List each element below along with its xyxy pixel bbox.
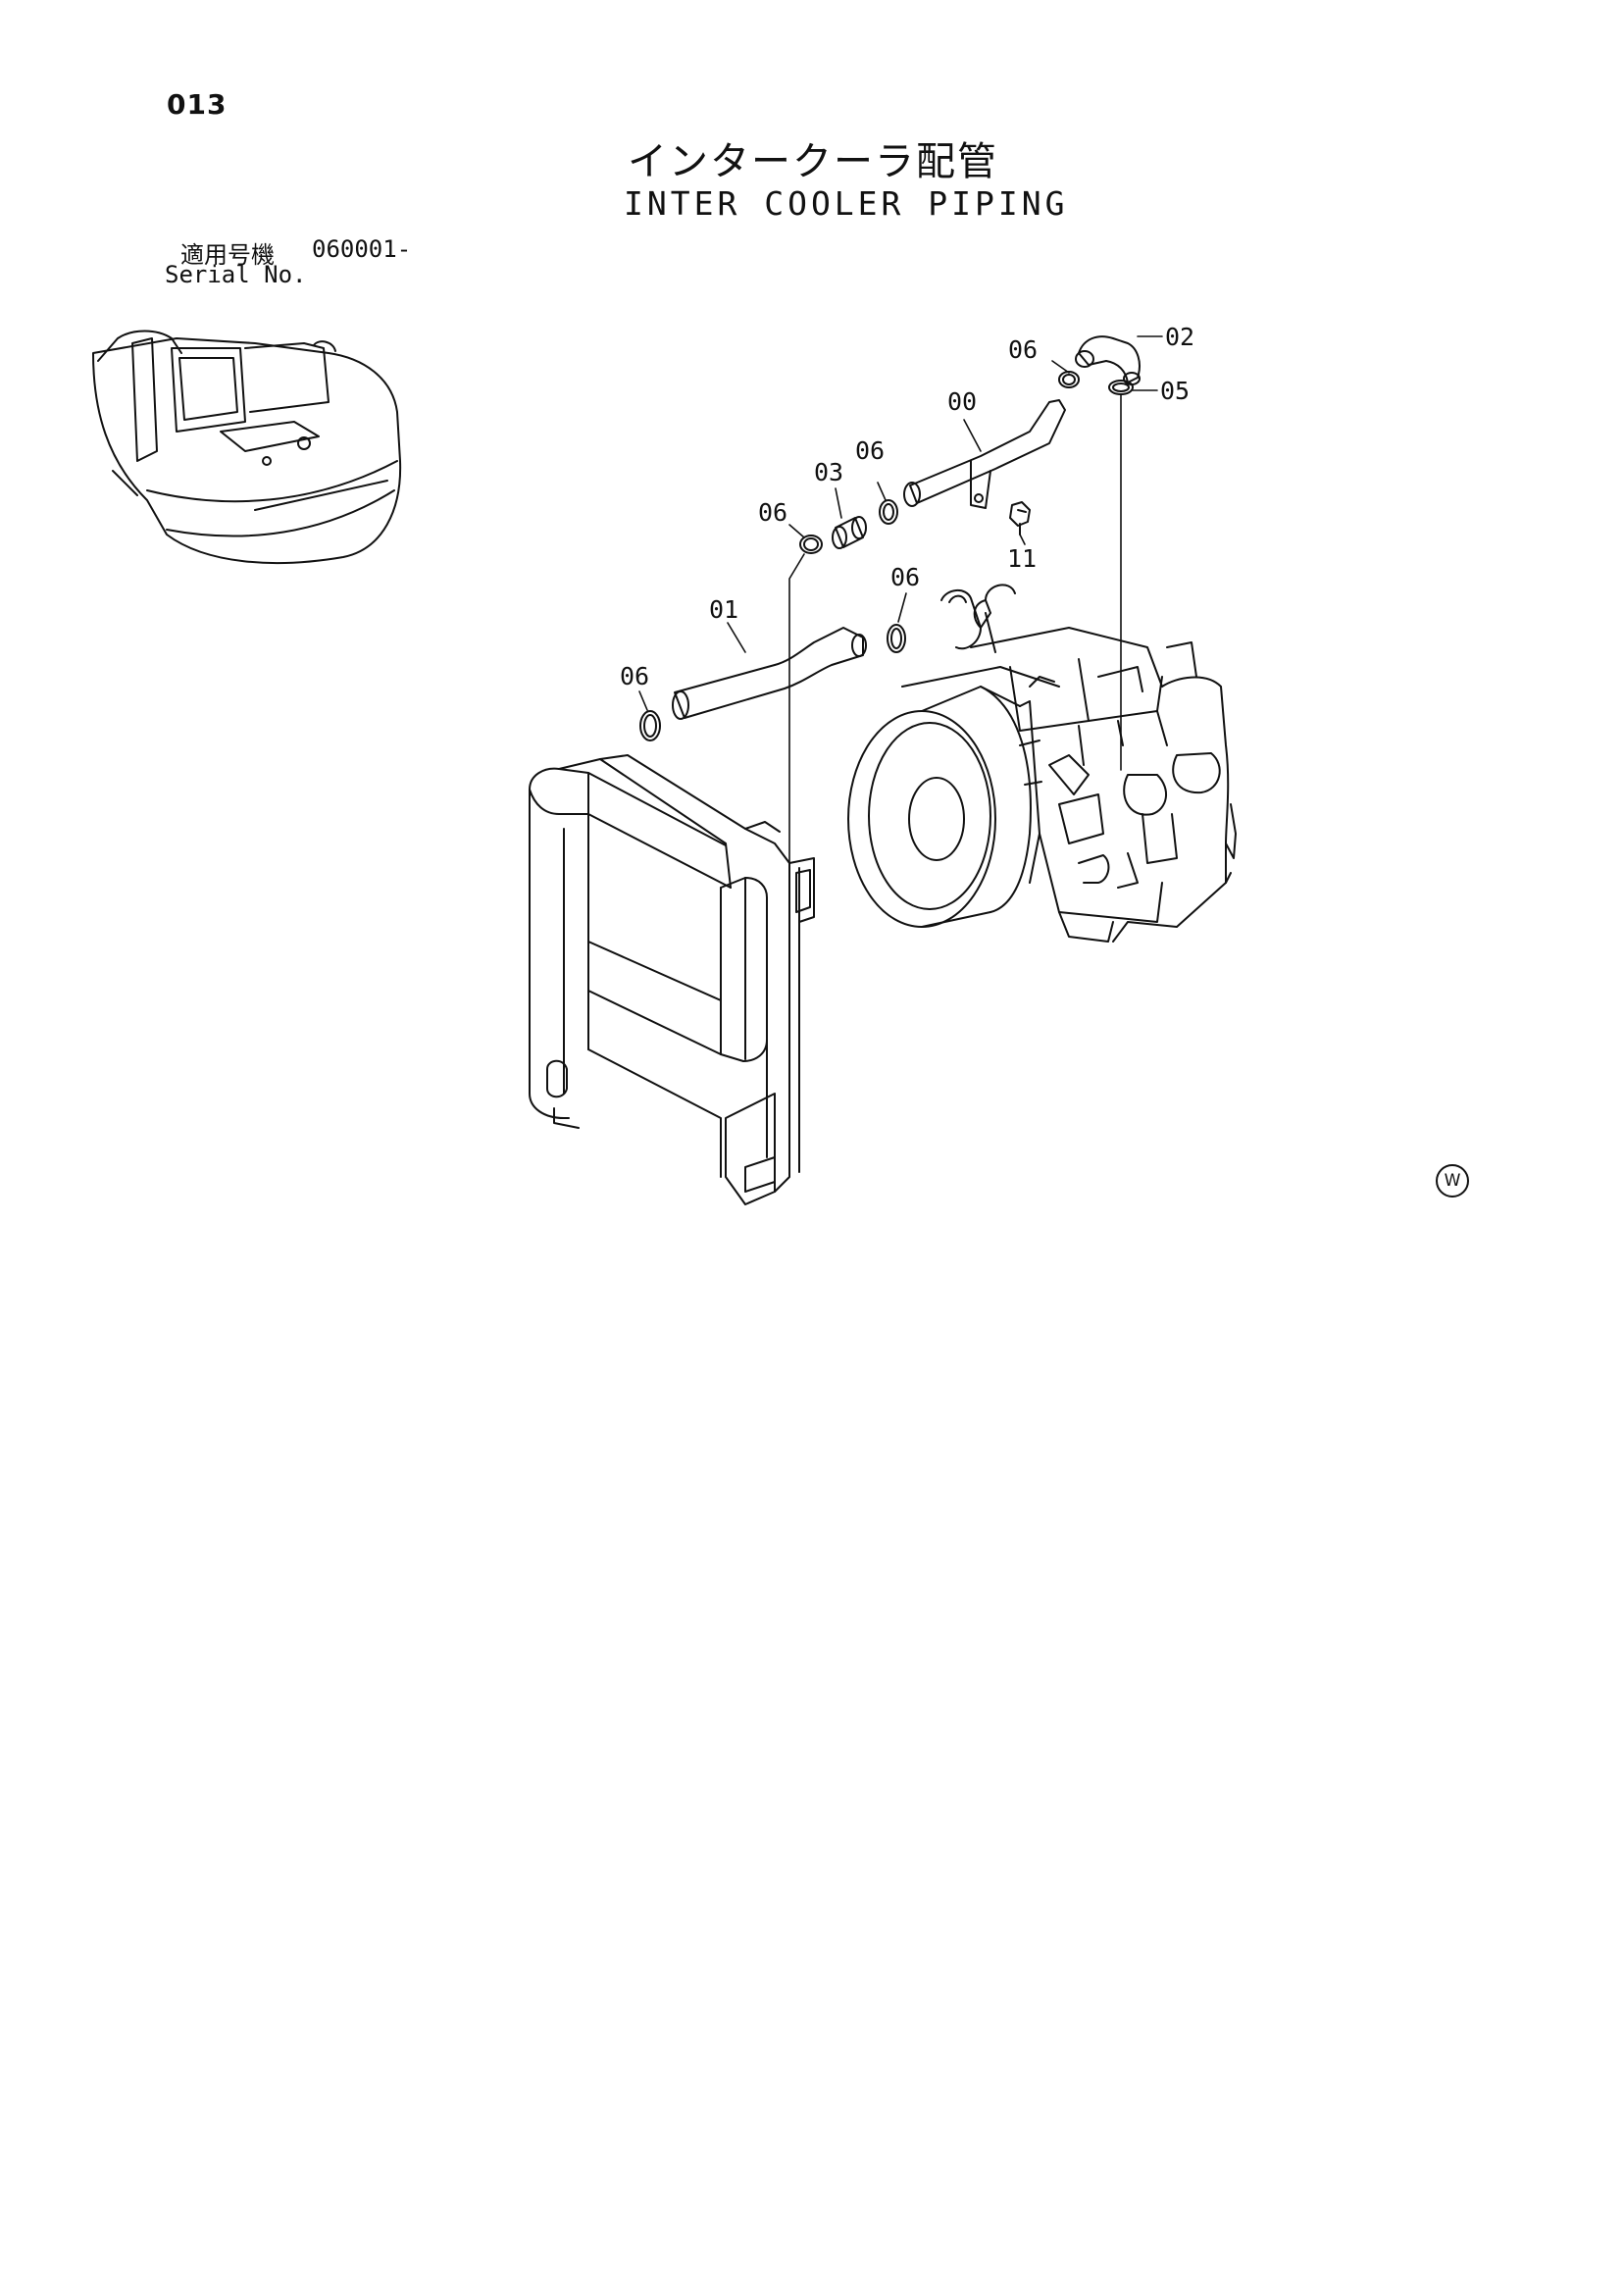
hose-03 — [835, 517, 864, 548]
callout-05: 05 — [1160, 377, 1190, 405]
callout-06-right: 06 — [890, 563, 920, 591]
clamp-06-d — [879, 499, 898, 525]
callout-06-top: 06 — [1008, 335, 1038, 364]
clamp-06-c — [799, 535, 823, 554]
leader-lines — [638, 335, 1163, 864]
hose-02 — [1078, 335, 1141, 383]
callout-06-upper: 06 — [855, 436, 885, 465]
page-number: 013 — [167, 88, 228, 121]
callout-01: 01 — [709, 595, 738, 624]
pipe-01 — [674, 627, 864, 719]
radiator-assembly — [529, 754, 815, 1205]
title-japanese: インタークーラ配管 — [628, 139, 998, 184]
callout-02: 02 — [1165, 323, 1194, 351]
excavator-thumbnail — [92, 330, 402, 564]
engine-assembly — [847, 584, 1237, 943]
callout-03: 03 — [814, 458, 843, 486]
clamp-06-a — [639, 710, 661, 741]
callout-00: 00 — [947, 387, 977, 416]
bolt-11 — [1009, 501, 1031, 527]
serial-number-value: 060001- — [312, 235, 412, 263]
watermark-symbol: W — [1436, 1164, 1469, 1198]
clamp-06-b — [887, 624, 906, 653]
serial-label-english: Serial No. — [165, 261, 307, 288]
pipe-00 — [909, 399, 1066, 504]
clamp-06-e — [1058, 371, 1080, 388]
callout-06-mid: 06 — [758, 498, 787, 527]
callout-06-left: 06 — [620, 662, 649, 690]
piping-parts — [639, 335, 1141, 741]
callout-11: 11 — [1007, 544, 1037, 573]
serial-label-japanese: 適用号機 — [180, 241, 275, 269]
title-english: INTER COOLER PIPING — [624, 184, 1069, 223]
callout-labels: 02 06 05 00 06 03 06 11 01 06 06 — [620, 323, 1194, 690]
